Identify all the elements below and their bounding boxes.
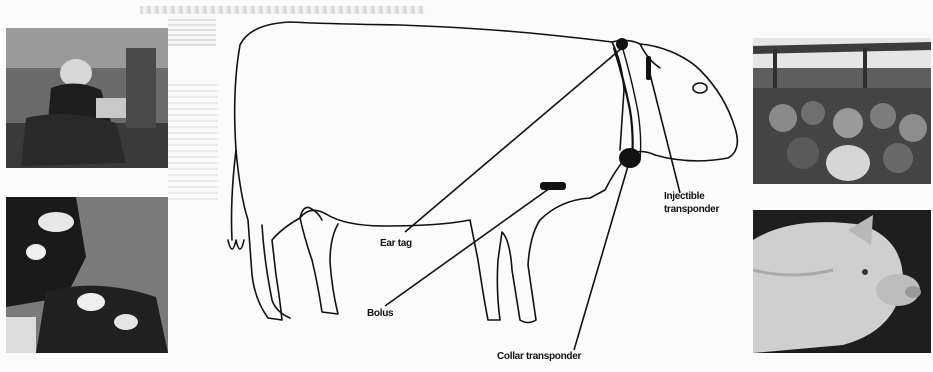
collar-transponder-label: Collar transponder	[497, 351, 581, 362]
collar-transponder-marker	[619, 148, 641, 168]
bolus-label: Bolus	[367, 308, 393, 319]
cow-outline	[235, 22, 738, 323]
injectible-transponder-label: Injectible transponder	[664, 190, 719, 216]
ear-tag-label: Ear tag	[380, 238, 412, 249]
injectible-leader	[650, 74, 680, 193]
collar-leader	[574, 166, 628, 350]
injectible-label-line1: Injectible	[664, 190, 719, 203]
bolus-marker	[540, 182, 566, 190]
ear-tag-leader	[405, 48, 622, 232]
injectible-label-line2: transponder	[664, 203, 719, 216]
